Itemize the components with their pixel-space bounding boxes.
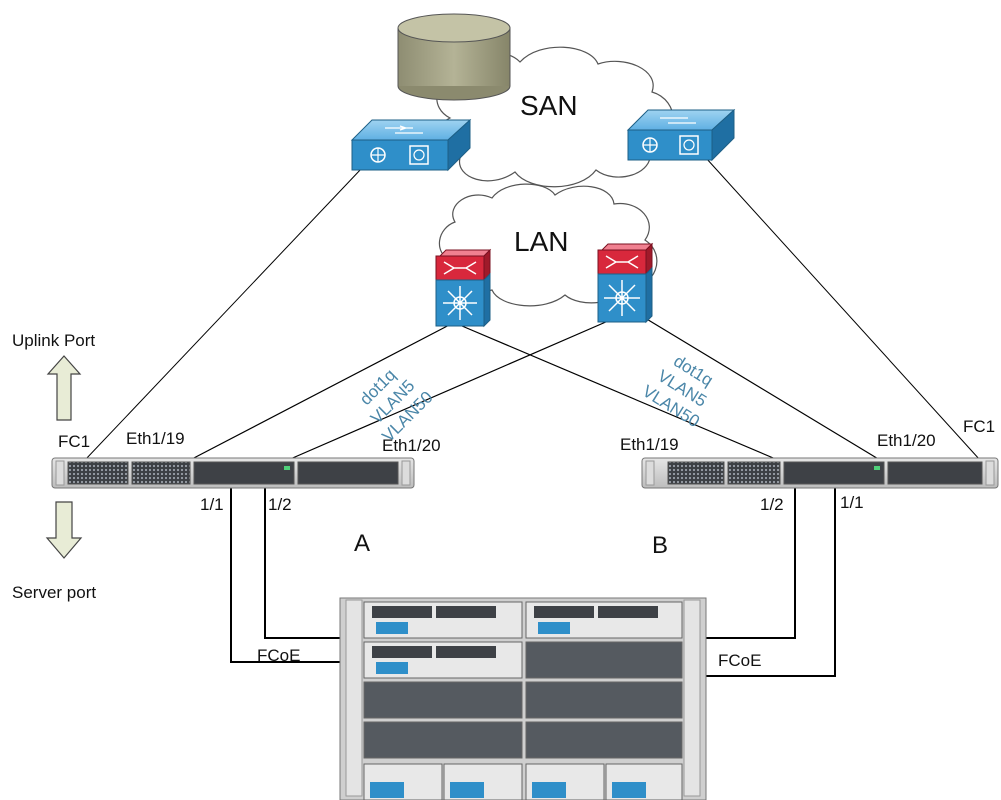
fabric-a-fc-port-label: FC1 <box>58 432 91 451</box>
uplink-b-eth19 <box>461 325 779 461</box>
lan-switch-right-icon <box>597 242 654 324</box>
fabric-b-port-1-2-label: 1/2 <box>760 495 784 514</box>
lan-switch-left-icon <box>435 248 492 328</box>
fabric-b-eth19-label: Eth1/19 <box>620 435 679 454</box>
fabric-a-eth20-label: Eth1/20 <box>382 436 441 455</box>
blade-chassis <box>339 597 707 800</box>
lan-cloud-label: LAN <box>514 226 569 257</box>
links <box>84 157 981 677</box>
fabric-a-name: A <box>354 530 371 557</box>
uplink-a-eth20 <box>287 317 616 461</box>
fcoe-a-1-1 <box>230 488 350 663</box>
fabric-a-eth19-label: Eth1/19 <box>126 429 185 448</box>
san-switch-left-icon <box>350 118 472 172</box>
server-port-arrow-icon <box>45 501 83 559</box>
fabric-b-fc-port-label: FC1 <box>963 417 996 436</box>
fabric-interconnect-b <box>641 457 999 489</box>
fabric-b-eth20-label: Eth1/20 <box>877 431 936 450</box>
uplink-arrow-icon <box>46 355 82 421</box>
fabric-a-port-1-1-label: 1/1 <box>200 495 224 514</box>
fabric-b-name: B <box>652 532 669 559</box>
uplink-a-eth19 <box>189 321 456 461</box>
uplink-b-eth20 <box>644 317 881 461</box>
fabric-a-port-1-2-label: 1/2 <box>268 495 292 514</box>
san-cloud-label: SAN <box>520 90 578 121</box>
uplink-port-legend: Uplink Port <box>12 331 96 350</box>
fc-link-b <box>705 157 981 461</box>
fabric-b-fcoe-label: FCoE <box>718 651 762 670</box>
fabric-interconnect-a <box>51 457 415 489</box>
storage-array-icon <box>397 13 511 101</box>
fcoe-b-1-2 <box>700 488 796 639</box>
fcoe-a-1-2 <box>264 488 350 639</box>
fabric-b-port-1-1-label: 1/1 <box>840 493 864 512</box>
fabric-a-fcoe-label: FCoE <box>257 646 301 665</box>
san-switch-right-icon <box>626 108 736 162</box>
server-port-legend: Server port <box>12 583 97 602</box>
fc-link-a <box>84 167 363 461</box>
fcoe-b-1-1 <box>700 488 836 677</box>
